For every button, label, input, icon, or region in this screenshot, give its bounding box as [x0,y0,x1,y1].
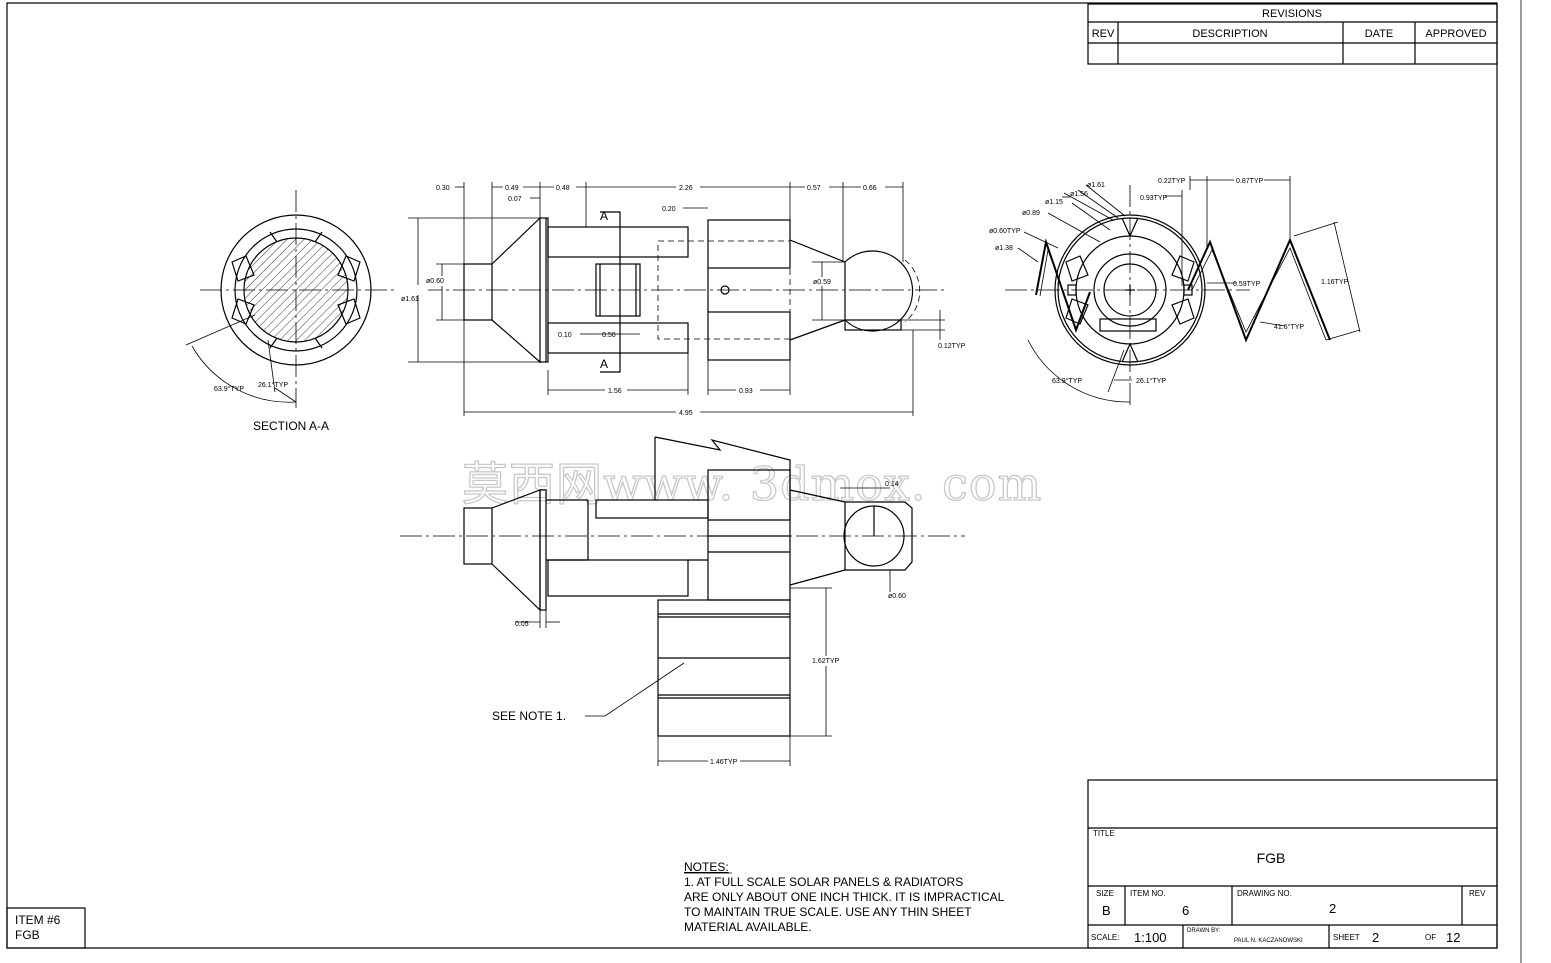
dim-section-261: 26.1°TYP [258,381,288,389]
revisions-col-approved: APPROVED [1425,28,1486,40]
dim-057: 0.57 [807,185,821,192]
watermark: 莫西网www. 3dmox. com [462,457,1042,511]
dim-end-087: 0.87TYP [1236,178,1264,185]
item-no-label: ITEM NO. [1130,889,1166,898]
of-value: 12 [1446,930,1460,945]
dim-lower-162: 1.62TYP [812,658,840,665]
sheet-value: 2 [1372,930,1379,945]
section-a-a-label: SECTION A-A [253,419,329,433]
sheet-border [6,2,1498,949]
dim-007: 0.07 [508,196,522,203]
side-view-top: A A [400,182,966,417]
item-box: ITEM #6 FGB [6,907,86,949]
dim-end-161: ø1.61 [1087,182,1105,189]
dim-lower-014: 0.14 [885,481,899,488]
size-label: SIZE [1096,889,1114,898]
dim-161: ø1.61 [401,296,419,303]
drawn-by-value: PAUL N. KACZANOWSKI [1234,938,1303,944]
item-box-line-2: FGB [15,928,40,942]
dim-060: ø0.60 [426,278,444,285]
dim-048: 0.48 [556,185,570,192]
dim-end-138: ø1.38 [995,245,1013,252]
dim-012: 0.12TYP [938,343,966,350]
see-note-label: SEE NOTE 1. [492,709,566,723]
dim-066: 0.66 [863,185,877,192]
notes-block: NOTES: 1. AT FULL SCALE SOLAR PANELS & R… [684,860,1005,934]
title-label: TITLE [1093,829,1115,838]
lower-view: 0.14 ø0.60 0.05 1.62TYP 1.46TYP SEE NOTE… [400,436,965,766]
title-value: FGB [1257,850,1286,866]
end-view-right: ø1.61 ø1.56 ø1.15 ø0.89 ø0.60TYP ø1.38 0… [989,176,1361,405]
sheet-label: SHEET [1333,933,1360,942]
dim-lower-146: 1.46TYP [710,759,738,766]
dim-156: 1.56 [608,388,622,395]
notes-line-2: ARE ONLY ABOUT ONE INCH THICK. IT IS IMP… [684,890,1005,904]
dim-end-261: 26.1°TYP [1136,377,1166,385]
notes-line-3: TO MAINTAIN TRUE SCALE. USE ANY THIN SHE… [684,905,972,919]
scale-value: 1:100 [1134,930,1167,945]
dim-010: 0.10 [558,332,572,339]
dim-end-115: ø1.15 [1045,199,1063,206]
dim-093: 0.93 [739,388,753,395]
dim-end-156: ø1.56 [1070,191,1088,198]
dim-section-639: 63.9°TYP [214,385,244,393]
drawing-no-label: DRAWING NO. [1237,889,1292,898]
notes-line-1: 1. AT FULL SCALE SOLAR PANELS & RADIATOR… [684,875,963,889]
section-marker-a-top: A [600,209,608,223]
title-block: TITLE FGB SIZE B ITEM NO. 6 DRAWING NO. … [1087,779,1498,949]
dim-226: 2.26 [679,185,693,192]
item-box-line-1: ITEM #6 [15,913,61,927]
dim-end-022: 0.22TYP [1158,178,1186,185]
of-label: OF [1425,933,1436,942]
revisions-col-rev: REV [1092,28,1115,40]
dim-end-116: 1.16TYP [1321,279,1349,286]
revisions-header: REVISIONS [1262,8,1322,20]
dim-020: 0.20 [662,206,676,213]
section-marker-a-bottom: A [600,357,608,371]
dim-lower-005: 0.05 [515,621,529,628]
dim-lower-060: ø0.60 [888,593,906,600]
section-a-a-view: 63.9°TYP 26.1°TYP SECTION A-A [185,190,395,433]
dim-end-093: 0.93TYP [1140,195,1168,202]
dim-end-059: 0.59TYP [1233,281,1261,288]
dim-050: 0.50 [602,332,616,339]
drawn-by-label: DRAWN BY: [1187,928,1221,934]
scale-label: SCALE: [1091,933,1119,942]
item-no-value: 6 [1182,903,1189,918]
dim-end-060: ø0.60TYP [989,228,1021,235]
notes-line-4: MATERIAL AVAILABLE. [684,920,812,934]
dim-end-639: 63.9°TYP [1052,377,1082,385]
revisions-col-description: DESCRIPTION [1192,28,1267,40]
dim-049: 0.49 [505,185,519,192]
dim-end-089: ø0.89 [1022,210,1040,217]
dim-059: ø0.59 [813,279,831,286]
dim-end-416: 41.6°TYP [1274,323,1304,331]
size-value: B [1102,903,1111,918]
drawing-no-value: 2 [1329,901,1336,916]
rev-label: REV [1469,889,1486,898]
dim-495: 4.95 [679,410,693,417]
revisions-block: REVISIONS REV DESCRIPTION DATE APPROVED [1087,3,1498,65]
revisions-col-date: DATE [1365,28,1394,40]
dim-030: 0.30 [436,185,450,192]
notes-heading: NOTES: [684,860,729,874]
